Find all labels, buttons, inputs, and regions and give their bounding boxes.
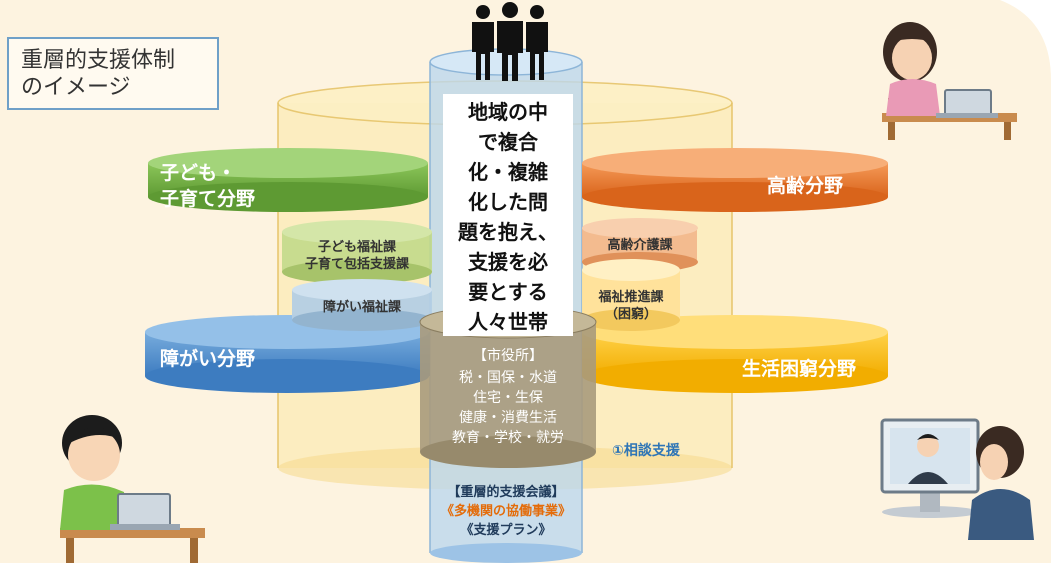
woman-laptop-illustration: [882, 22, 1017, 140]
boy-laptop-illustration: [60, 415, 205, 563]
diagram-title: 重層的支援体制 のイメージ: [21, 48, 176, 100]
poverty-field-disk: [582, 315, 888, 393]
elderly-field-disk: [582, 148, 888, 212]
central-column-base: [430, 543, 582, 563]
title-box: 重層的支援体制 のイメージ: [7, 37, 219, 110]
city-hall-items: 税・国保・水道 住宅・生保 健康・消費生活 教育・学校・就労: [452, 370, 564, 446]
consultation-support-label: ①相談支援: [612, 443, 680, 459]
children-field-disk: [148, 148, 428, 212]
central-text-panel: 地域の中 で複合 化・複雑 化した問 題を抱え、 支援を必 要とする 人々世帯: [443, 94, 573, 336]
disability-field-label: 障がい分野: [160, 348, 256, 370]
disability-dept-disk: [292, 279, 432, 331]
poverty-field-label: 生活困窮分野: [742, 358, 857, 380]
online-consultation-illustration: [880, 418, 1034, 540]
city-hall-header: 【市役所】: [473, 348, 543, 364]
children-dept-disk: [282, 220, 432, 284]
multi-agency-project-label: 《多機関の協働事業》: [440, 504, 571, 519]
elderly-dept-label: 高齢介護課: [607, 238, 673, 253]
central-description: 地域の中 で複合 化・複雑 化した問 題を抱え、 支援を必 要とする 人々世帯: [458, 100, 558, 334]
people-icon: [472, 2, 548, 81]
welfare-dept-disk: [582, 259, 680, 331]
support-plan-label: 《支援プラン》: [460, 523, 552, 538]
children-field-label: 子ども・ 子育て分野: [160, 162, 256, 210]
welfare-dept-label: 福祉推進課 （困窮）: [598, 290, 664, 322]
children-dept-label: 子ども福祉課 子育て包括支援課: [304, 240, 409, 272]
support-meeting-label: 【重層的支援会議】: [447, 485, 565, 500]
elderly-field-label: 高齢分野: [767, 175, 844, 197]
city-hall-cylinder: [419, 305, 597, 468]
disability-dept-label: 障がい福祉課: [322, 300, 401, 315]
